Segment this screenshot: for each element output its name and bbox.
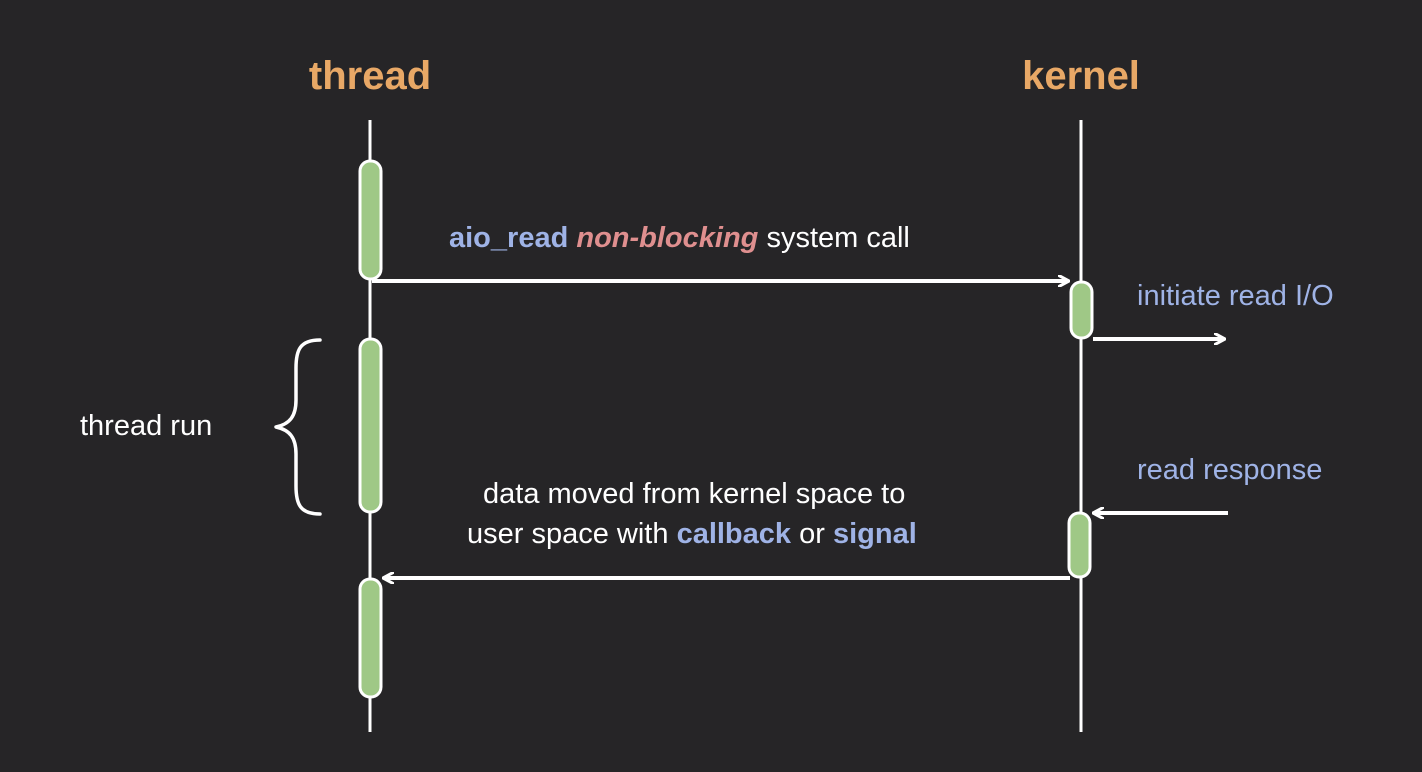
read-response-label: read response bbox=[1137, 454, 1323, 486]
kernel-activation-2 bbox=[1067, 511, 1092, 579]
callback-label: callback bbox=[676, 518, 792, 550]
kernel-header: kernel bbox=[1022, 54, 1140, 98]
thread-activation-3 bbox=[358, 577, 383, 699]
thread-header: thread bbox=[308, 54, 432, 98]
thread-activation-1 bbox=[358, 159, 383, 281]
non-blocking-label: non-blocking bbox=[576, 222, 759, 254]
or-label: or bbox=[799, 518, 825, 550]
aio-read-function: aio_read bbox=[449, 222, 569, 254]
thread-activation-2 bbox=[358, 337, 383, 514]
initiate-read-io-label: initiate read I/O bbox=[1137, 280, 1334, 312]
kernel-activation-1 bbox=[1069, 280, 1094, 340]
thread-run-label: thread run bbox=[80, 410, 213, 442]
system-call-label: system call bbox=[766, 222, 910, 254]
signal-label: signal bbox=[832, 518, 917, 550]
return-label-line1: data moved from kernel space to bbox=[483, 478, 906, 510]
thread-run-brace bbox=[274, 338, 322, 516]
user-space-label: user space with bbox=[467, 518, 669, 550]
syscall-label: aio_read non-blocking system call bbox=[449, 224, 910, 253]
return-label-line2: user space with callback or signal bbox=[467, 520, 917, 549]
